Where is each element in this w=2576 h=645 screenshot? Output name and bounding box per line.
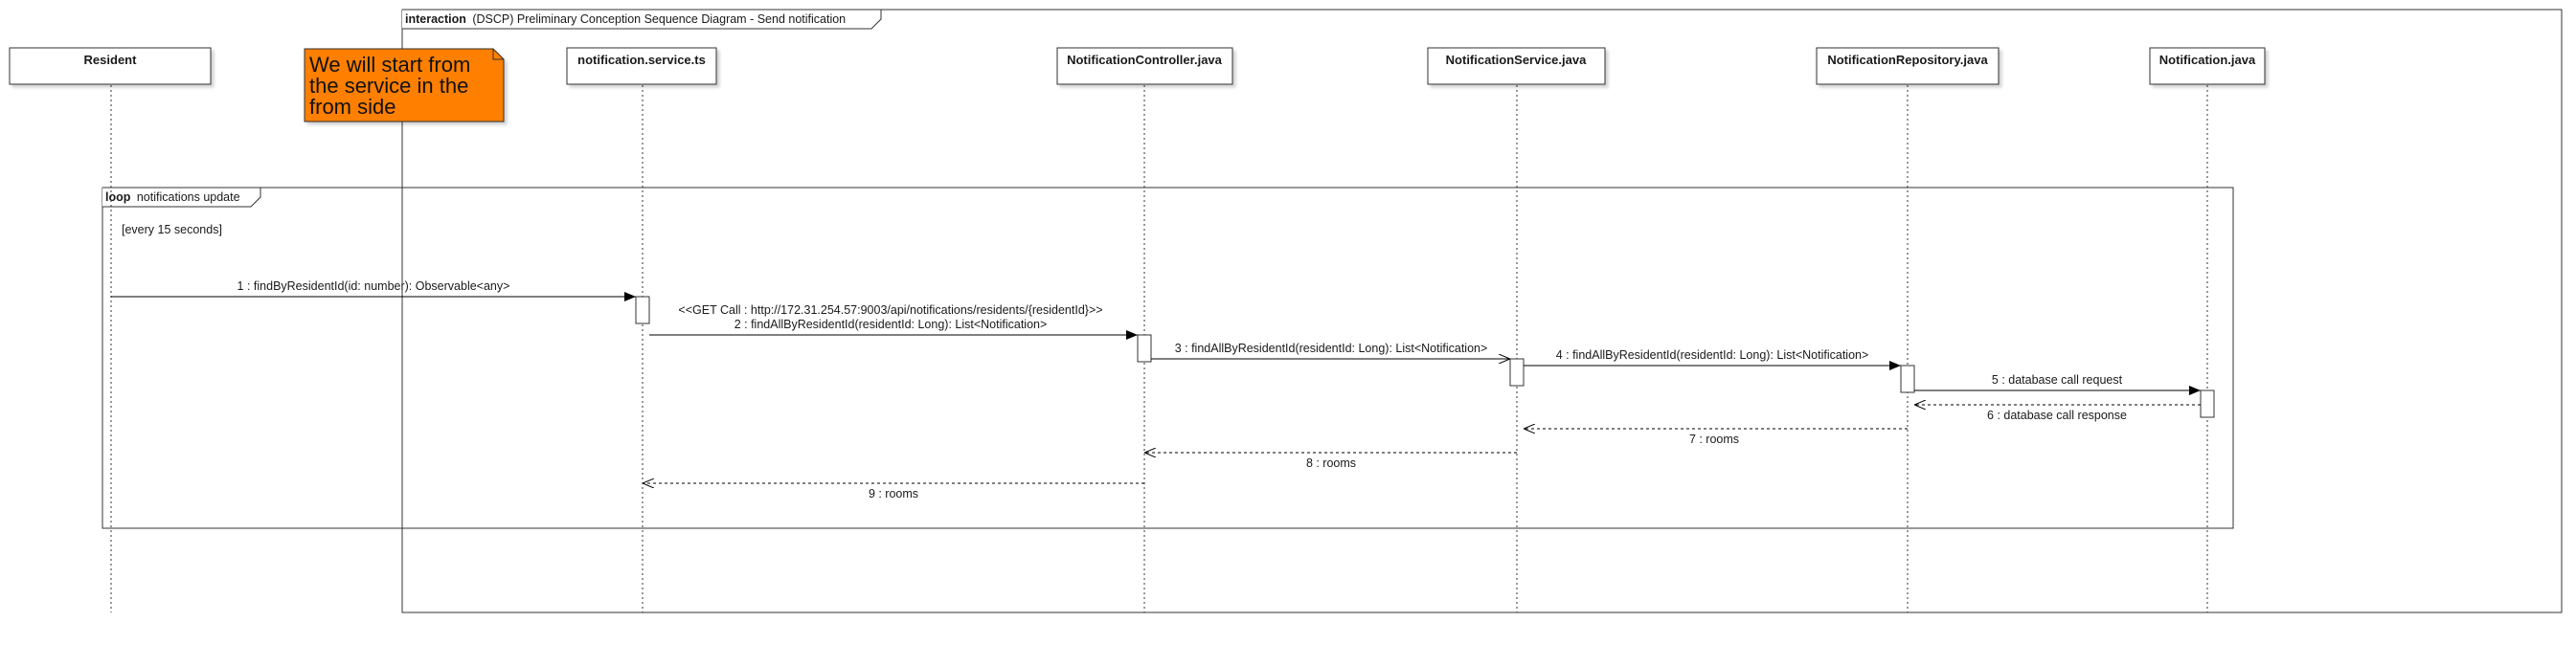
loop-keyword: loop: [105, 190, 131, 204]
lifeline-lines: [110, 85, 2208, 612]
message-6[interactable]: 6 : database call response: [1914, 405, 2201, 422]
loop-frame-border: [102, 187, 2234, 529]
lifeline-resident[interactable]: Resident: [9, 47, 212, 85]
message-4[interactable]: 4 : findAllByResidentId(residentId: Long…: [1524, 348, 1901, 370]
lifeline-box: [566, 47, 717, 85]
activation-bar-notification-repository: [1900, 365, 1915, 393]
lifeline-box: [1816, 47, 2000, 85]
lifeline-notification-java[interactable]: Notification.java: [2149, 47, 2266, 85]
message-7[interactable]: 7 : rooms: [1524, 429, 1908, 446]
message-1[interactable]: 1 : findByResidentId(id: number): Observ…: [111, 279, 636, 301]
message-label: 2 : findAllByResidentId(residentId: Long…: [734, 318, 1048, 331]
message-label: 5 : database call request: [1992, 373, 2123, 387]
lifeline-box: [1056, 47, 1233, 85]
lifeline-title: NotificationRepository.java: [1827, 53, 1988, 67]
note-line-3: from side: [309, 95, 395, 119]
lifeline-notification-repository[interactable]: NotificationRepository.java: [1816, 47, 2000, 85]
message-3[interactable]: 3 : findAllByResidentId(residentId: Long…: [1151, 342, 1510, 359]
message-label: 7 : rooms: [1689, 433, 1739, 446]
activation-bar-notification-controller: [1137, 334, 1152, 363]
message-label: 3 : findAllByResidentId(residentId: Long…: [1175, 342, 1488, 355]
lifeline-box: [9, 47, 212, 85]
message-label: 9 : rooms: [869, 487, 918, 500]
interaction-frame: interaction (DSCP) Preliminary Conceptio…: [401, 9, 2563, 613]
loop-guard: [every 15 seconds]: [122, 223, 222, 236]
note-line-1: We will start from: [309, 53, 470, 77]
loop-fragment: loop notifications update [every 15 seco…: [102, 187, 2234, 529]
message-2[interactable]: <<GET Call : http://172.31.254.57:9003/a…: [649, 303, 1138, 340]
interaction-keyword: interaction: [405, 12, 466, 26]
note-line-2: the service in the: [309, 74, 468, 98]
messages: 1 : findByResidentId(id: number): Observ…: [111, 279, 2201, 500]
lifeline-box: [2149, 47, 2266, 85]
lifeline-title: Resident: [84, 53, 138, 67]
message-9[interactable]: 9 : rooms: [643, 483, 1144, 500]
note-fold: [492, 49, 504, 60]
svg-text:loop notifications updat: loop notifications update: [105, 189, 240, 205]
note-shape: [304, 48, 505, 122]
loop-label: notifications update: [137, 190, 240, 204]
note[interactable]: We will start from the service in the fr…: [304, 48, 505, 122]
lifeline-title: Notification.java: [2159, 53, 2256, 67]
activation-bars: [635, 296, 2215, 418]
lifeline-title: notification.service.ts: [577, 53, 706, 67]
message-label: 1 : findByResidentId(id: number): Observ…: [237, 279, 510, 293]
activation-bar-notification-service-ts: [635, 296, 650, 324]
lifeline-notification-service-ts[interactable]: notification.service.ts: [566, 47, 717, 85]
lifeline-notification-service-java[interactable]: NotificationService.java: [1427, 47, 1606, 85]
lifeline-box: [1427, 47, 1606, 85]
message-label: 8 : rooms: [1306, 456, 1356, 470]
message-8[interactable]: 8 : rooms: [1144, 453, 1517, 470]
activation-bar-notification-java: [2200, 389, 2215, 418]
lifeline-heads: Resident notification.service.ts Notific…: [9, 47, 2266, 85]
lifeline-notification-controller[interactable]: NotificationController.java: [1056, 47, 1233, 85]
svg-text:interaction (DSCP) Preli: interaction (DSCP) Preliminary Conceptio…: [405, 11, 846, 27]
loop-frame-tab: [102, 187, 261, 208]
lifeline-title: NotificationService.java: [1446, 53, 1587, 67]
message-label: 4 : findAllByResidentId(residentId: Long…: [1556, 348, 1869, 362]
interaction-title: (DSCP) Preliminary Conception Sequence D…: [472, 12, 846, 26]
message-stereotype: <<GET Call : http://172.31.254.57:9003/a…: [678, 303, 1102, 317]
lifeline-title: NotificationController.java: [1067, 53, 1223, 67]
interaction-frame-border: [401, 9, 2563, 613]
message-label: 6 : database call response: [1987, 409, 2127, 422]
interaction-frame-tab: [402, 9, 882, 30]
activation-bar-notification-service-java: [1509, 358, 1525, 387]
message-5[interactable]: 5 : database call request: [1914, 373, 2201, 395]
